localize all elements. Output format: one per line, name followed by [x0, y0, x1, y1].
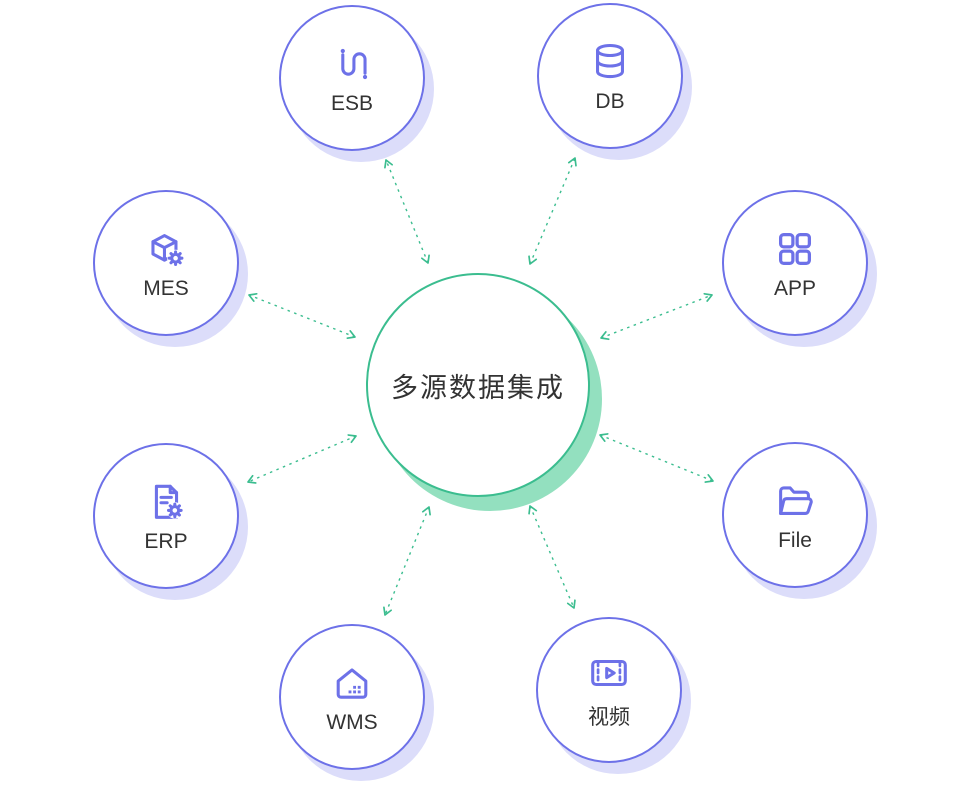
connector-erp — [247, 434, 357, 484]
connector-video — [528, 505, 576, 609]
node-label: 视频 — [588, 705, 630, 729]
node-label: ESB — [330, 91, 374, 115]
node-file: File — [722, 442, 868, 588]
node-label: DB — [595, 89, 625, 113]
folder-icon — [779, 485, 813, 515]
center-label: 多源数据集成 — [391, 372, 565, 403]
node-erp: ERP — [93, 443, 239, 589]
connector-file — [599, 433, 714, 483]
node-wms: WMS — [279, 624, 425, 770]
app-grid-icon — [778, 232, 812, 265]
node-app: APP — [722, 190, 868, 336]
node-label: MES — [143, 276, 189, 300]
esb-route-icon — [340, 48, 368, 79]
connector-wms — [383, 506, 431, 616]
node-video: 视频 — [536, 617, 682, 763]
node-label: WMS — [326, 710, 378, 734]
connector-esb — [384, 159, 430, 264]
center-node: 多源数据集成 — [366, 273, 590, 497]
node-label: File — [778, 528, 812, 552]
node-mes: MES — [93, 190, 239, 336]
node-label: APP — [773, 276, 817, 300]
video-icon — [591, 659, 627, 686]
mes-cube-gear-icon — [151, 233, 185, 267]
node-db: DB — [537, 3, 683, 149]
erp-document-gear-icon — [154, 484, 184, 519]
warehouse-icon — [336, 667, 368, 699]
node-label: ERP — [144, 529, 188, 553]
database-icon — [596, 43, 624, 78]
connector-db — [528, 157, 577, 265]
connector-app — [600, 292, 713, 341]
connector-mes — [248, 292, 356, 340]
node-esb: ESB — [279, 5, 425, 151]
